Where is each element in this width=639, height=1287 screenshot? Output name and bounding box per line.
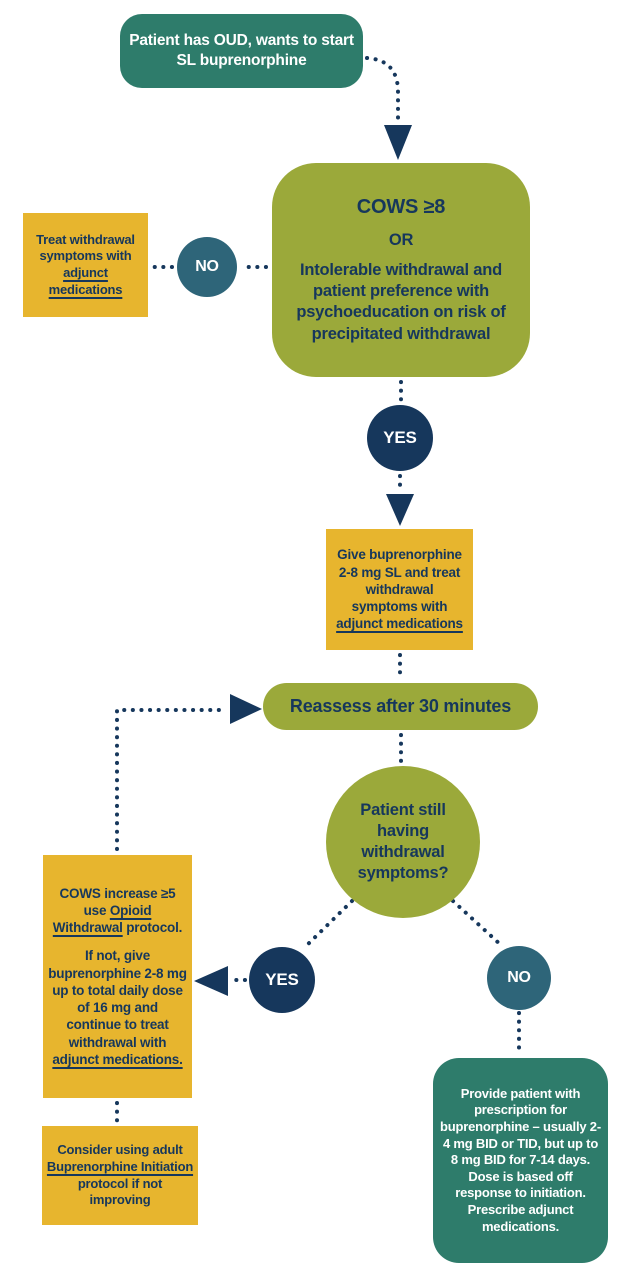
- connector-still-to-yes2: [301, 899, 354, 951]
- node-consider-adult-protocol: Consider using adult Buprenorphine Initi…: [42, 1126, 198, 1225]
- arrowhead-give-top: [386, 494, 414, 526]
- text: If not, give buprenorphine 2-8 mg up to …: [48, 948, 187, 1050]
- paragraph: Consider using adult Buprenorphine Initi…: [46, 1142, 194, 1209]
- node-cows-criteria: COWS ≥8 OR Intolerable withdrawal and pati…: [272, 163, 530, 377]
- arrowhead-reassess-left: [230, 694, 262, 724]
- connector-start-to-criteria: [365, 56, 400, 122]
- node-reassess: Reassess after 30 minutes: [263, 683, 538, 730]
- paragraph: COWS ≥8: [356, 195, 446, 221]
- text: protocol.: [122, 920, 183, 936]
- paragraph: OR: [388, 230, 414, 251]
- connector-cows2-to-reassess: [115, 708, 226, 851]
- decision-yes-2-label: YES: [265, 970, 299, 990]
- underlined-text: adjunct medications: [336, 616, 463, 632]
- decision-no-1-label: NO: [195, 257, 219, 275]
- arrowhead-criteria-top: [384, 125, 412, 160]
- decision-yes-1: YES: [367, 405, 433, 471]
- decision-no-2: NO: [487, 946, 551, 1010]
- node-treat-withdrawal: Treat withdrawal symptoms with adjunct m…: [23, 213, 148, 317]
- node-still-withdrawal: Patient still having withdrawal symptoms…: [326, 766, 480, 918]
- paragraph: COWS increase ≥5 use Opioid Withdrawal p…: [48, 885, 187, 937]
- paragraph: Give buprenorphine 2-8 mg SL and treat w…: [332, 546, 467, 632]
- text: protocol if not improving: [77, 1175, 163, 1208]
- text: COWS ≥8: [356, 196, 446, 219]
- decision-yes-2: YES: [249, 947, 315, 1013]
- paragraph: If not, give buprenorphine 2-8 mg up to …: [48, 947, 187, 1068]
- underlined-text: adjunct medications: [48, 265, 123, 297]
- text: Consider using adult: [57, 1142, 183, 1158]
- text: Treat withdrawal symptoms with: [36, 231, 135, 264]
- node-reassess-label: Reassess after 30 minutes: [289, 695, 512, 716]
- underlined-text: Opioid Withdrawal: [52, 903, 152, 936]
- node-cows-increase: COWS increase ≥5 use Opioid Withdrawal p…: [43, 855, 192, 1098]
- decision-no-1: NO: [177, 237, 237, 297]
- connector-still-to-no2: [451, 899, 504, 948]
- text: Intolerable withdrawal and patient prefe…: [296, 261, 506, 343]
- node-start-label: Patient has OUD, wants to start SL bupre…: [129, 32, 354, 69]
- node-give-buprenorphine: Give buprenorphine 2-8 mg SL and treat w…: [326, 529, 473, 650]
- arrowhead-cows2-right: [194, 966, 228, 996]
- node-provide-prescription: Provide patient with prescription for bu…: [433, 1058, 608, 1263]
- text: OR: [388, 231, 414, 250]
- text: COWS increase ≥5 use: [59, 885, 176, 919]
- decision-no-2-label: NO: [507, 968, 531, 986]
- node-provide-prescription-label: Provide patient with prescription for bu…: [440, 1085, 601, 1234]
- decision-yes-1-label: YES: [383, 428, 417, 448]
- text: Give buprenorphine 2-8 mg SL and treat w…: [337, 547, 462, 615]
- underlined-text: adjunct medications.: [52, 1051, 183, 1067]
- paragraph: Treat withdrawal symptoms with adjunct m…: [27, 232, 144, 299]
- paragraph: Intolerable withdrawal and patient prefe…: [286, 260, 516, 344]
- node-still-withdrawal-label: Patient still having withdrawal symptoms…: [357, 800, 449, 883]
- underlined-text: Buprenorphine Initiation: [46, 1158, 194, 1174]
- node-start: Patient has OUD, wants to start SL bupre…: [120, 14, 363, 88]
